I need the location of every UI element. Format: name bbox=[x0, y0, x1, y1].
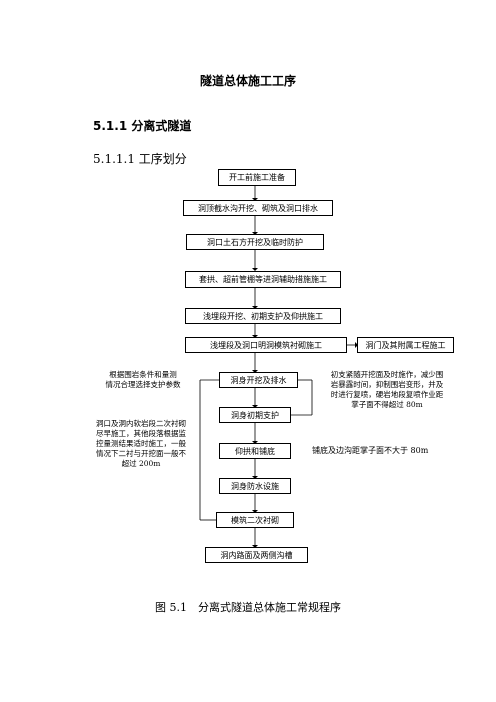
step-box: 洞顶截水沟开挖、砌筑及洞口排水 bbox=[183, 200, 333, 216]
step-box: 开工前施工准备 bbox=[218, 169, 296, 186]
figure-caption: 图 5.1 分离式隧道总体施工常规程序 bbox=[155, 601, 341, 614]
step-box: 洞身初期支护 bbox=[219, 407, 291, 423]
step-box: 洞内路面及两侧沟槽 bbox=[205, 547, 308, 563]
page-title: 隧道总体施工工序 bbox=[199, 74, 296, 88]
step-box: 洞口土石方开挖及临时防护 bbox=[186, 234, 324, 250]
step-box: 仰拱和铺底 bbox=[219, 443, 291, 459]
note-left-2: 洞口及洞内软岩段二次衬砌 尽早施工，其他段落根据监 控量测结果适时施工，一般 情… bbox=[96, 419, 186, 468]
step-box: 浅埋段开挖、初期支护及仰拱施工 bbox=[185, 308, 341, 324]
side-box: 洞门及其附属工程施工 bbox=[357, 337, 454, 353]
note-right-1: 初支紧随开挖面及时施作，减少围 岩暴露时间，抑制围岩变形，并及 时进行复喷，硬岩… bbox=[330, 370, 444, 409]
section-heading: 5.1.1 分离式隧道 bbox=[93, 119, 192, 133]
step-box: 模筑二次衬砌 bbox=[216, 512, 294, 528]
step-box: 浅埋段及洞口明洞模筑衬砌施工 bbox=[185, 337, 347, 353]
step-box: 洞身防水设施 bbox=[219, 478, 291, 494]
step-box: 套拱、超前管棚等进洞辅助措施施工 bbox=[185, 271, 341, 288]
step-box: 洞身开挖及排水 bbox=[219, 372, 298, 388]
note-left-1: 根据围岩条件和量测 情况合理选择支护参数 bbox=[105, 370, 181, 389]
subsection-heading: 5.1.1.1 工序划分 bbox=[93, 152, 187, 166]
note-right-2: 铺底及边沟距掌子面不大于 80m bbox=[312, 446, 429, 455]
